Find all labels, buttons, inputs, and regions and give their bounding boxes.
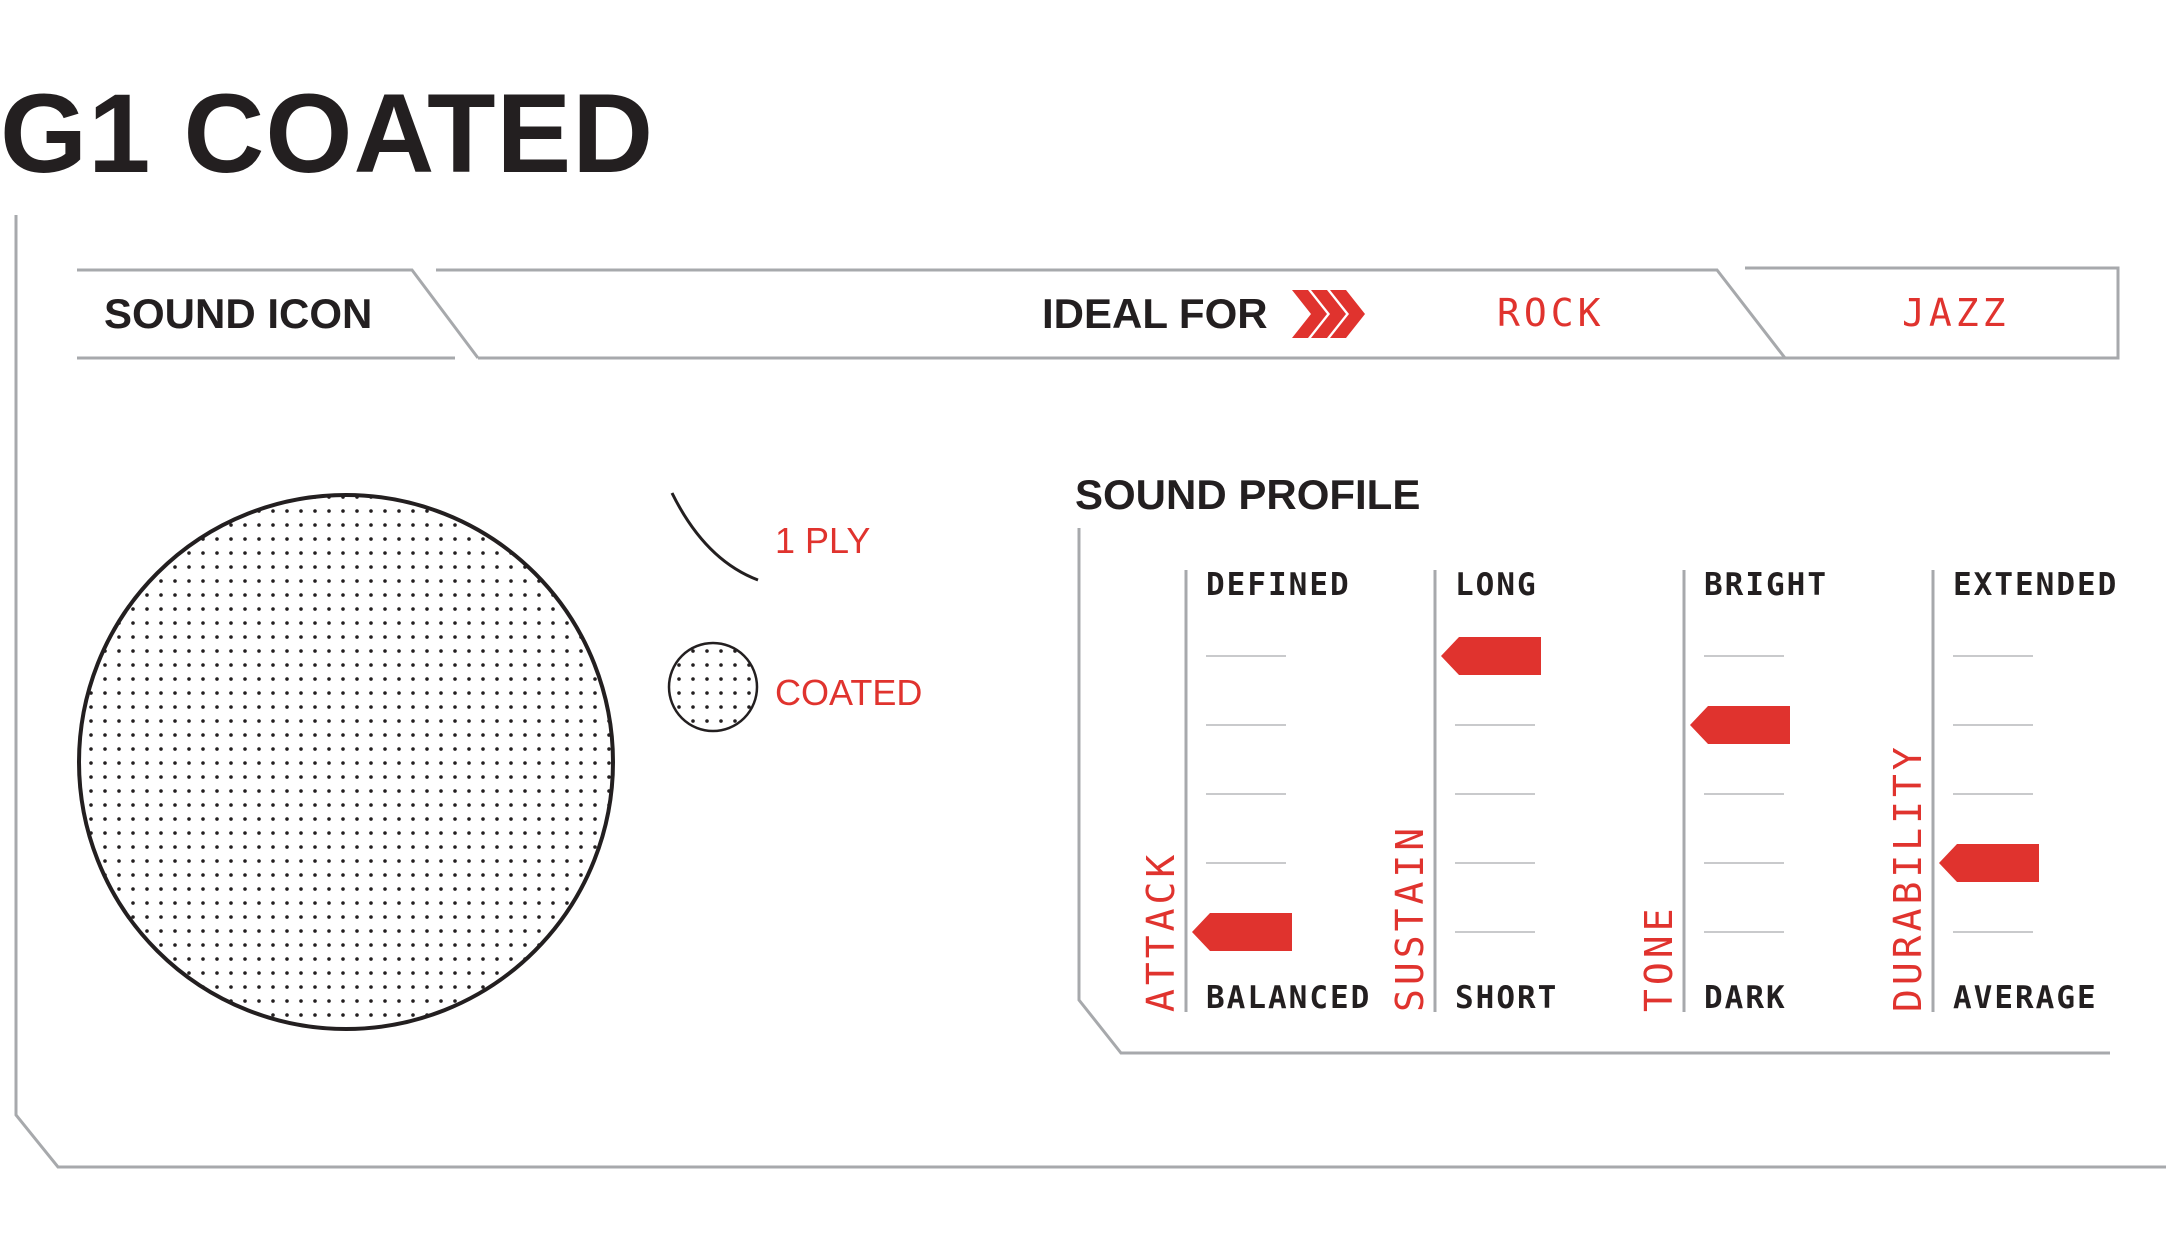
sound-profile-title: SOUND PROFILE [1075,471,1421,518]
sustain-top-label: LONG [1455,567,1538,603]
genre-rock: ROCK [1497,291,1605,335]
coated-label: COATED [775,672,923,713]
genre-jazz: JAZZ [1902,291,2010,335]
durability-bottom-label: AVERAGE [1953,980,2098,1016]
sustain-bottom-label: SHORT [1455,980,1559,1016]
attack-top-label: DEFINED [1206,567,1351,603]
tone-top-label: BRIGHT [1704,567,1828,603]
attack-bottom-label: BALANCED [1206,980,1372,1016]
coated-dotted-circle-small [667,641,759,733]
sound-icon-tab-outline [77,268,480,359]
sound-profile-scales [1184,570,2039,1012]
ply-label: 1 PLY [775,520,871,561]
jazz-box-outline [1745,266,2120,360]
ideal-for-bar-outline [436,268,1789,360]
page-title: G1 COATED [0,71,655,196]
ideal-for-label: IDEAL FOR [1042,290,1268,337]
attack-scale-name: ATTACK [1139,850,1183,1012]
card-outline [14,215,2166,1169]
sustain-level-marker [1441,637,1541,675]
durability-scale-name: DURABILITY [1886,743,1930,1012]
ply-arc [670,492,759,582]
tone-scale-name: TONE [1637,904,1681,1012]
tone-bottom-label: DARK [1704,980,1787,1016]
pick-dotted-circle-large [77,493,615,1031]
sound-profile-bracket [1077,528,2110,1055]
tone-level-marker [1690,706,1790,744]
attack-level-marker [1192,913,1292,951]
sustain-scale-name: SUSTAIN [1388,823,1432,1012]
durability-level-marker [1939,844,2039,882]
sound-icon-label: SOUND ICON [104,290,373,337]
chevrons-icon [1292,290,1365,338]
durability-top-label: EXTENDED [1953,567,2119,603]
